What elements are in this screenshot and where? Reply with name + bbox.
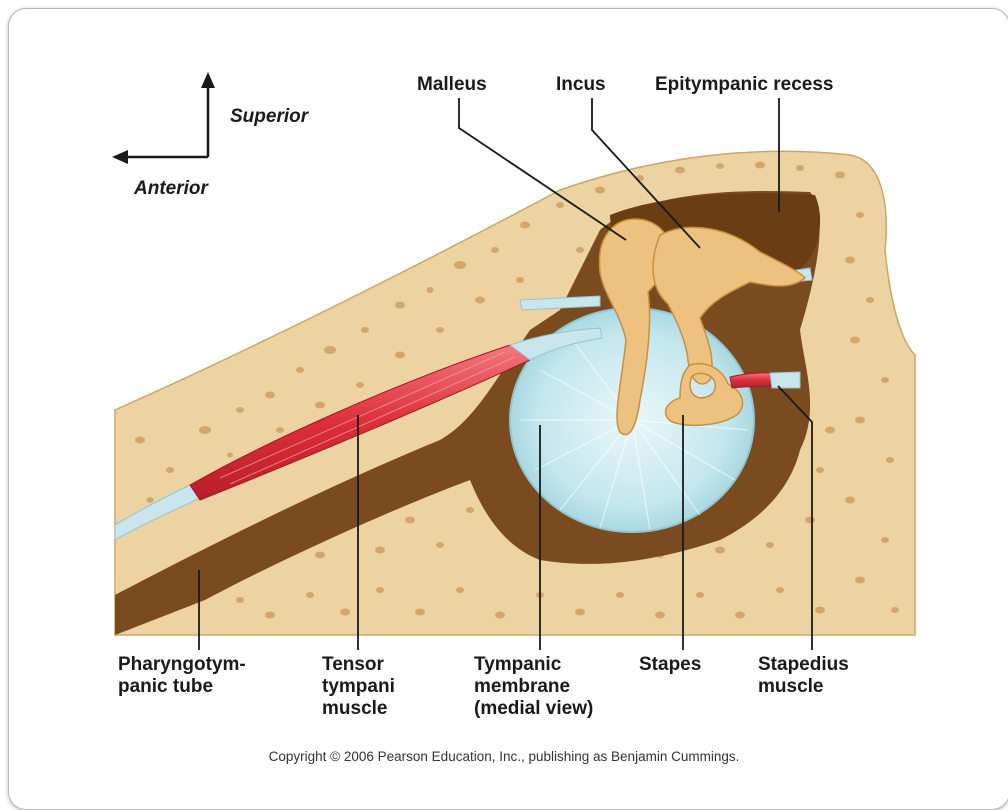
tensor-tympani-line-1: Tensor	[322, 654, 395, 676]
epitympanic-recess-label: Epitympanic recess	[655, 74, 833, 96]
tympanic-membrane-line-1: Tympanic	[474, 654, 593, 676]
pharyngotympanic-tube-line-1: Pharyngotym-	[118, 654, 246, 676]
pharyngotympanic-tube-line-2: panic tube	[118, 676, 246, 698]
tensor-tympani-line-2: tympani	[322, 676, 395, 698]
superior-arrowhead	[201, 72, 215, 88]
tympanic-membrane-line-3: (medial view)	[474, 698, 593, 720]
copyright-notice: Copyright © 2006 Pearson Education, Inc.…	[0, 749, 1008, 764]
anterior-label: Anterior	[134, 178, 208, 200]
orientation-arrows	[120, 82, 208, 157]
stapedius-muscle	[730, 372, 800, 388]
stapes-label: Stapes	[639, 654, 701, 676]
stapedius-muscle-line-2: muscle	[758, 676, 849, 698]
tympanic-membrane-line-2: membrane	[474, 676, 593, 698]
tympanic-membrane-label: Tympanic membrane (medial view)	[474, 654, 593, 720]
stapedius-muscle-line-1: Stapedius	[758, 654, 849, 676]
malleus-label: Malleus	[417, 74, 487, 96]
pharyngotympanic-tube-label: Pharyngotym- panic tube	[118, 654, 246, 698]
superior-label: Superior	[230, 106, 308, 128]
anterior-arrowhead	[112, 150, 128, 164]
incus-label: Incus	[556, 74, 606, 96]
tensor-tympani-muscle-label: Tensor tympani muscle	[322, 654, 395, 720]
stapedius-muscle-label: Stapedius muscle	[758, 654, 849, 698]
tensor-tympani-line-3: muscle	[322, 698, 395, 720]
